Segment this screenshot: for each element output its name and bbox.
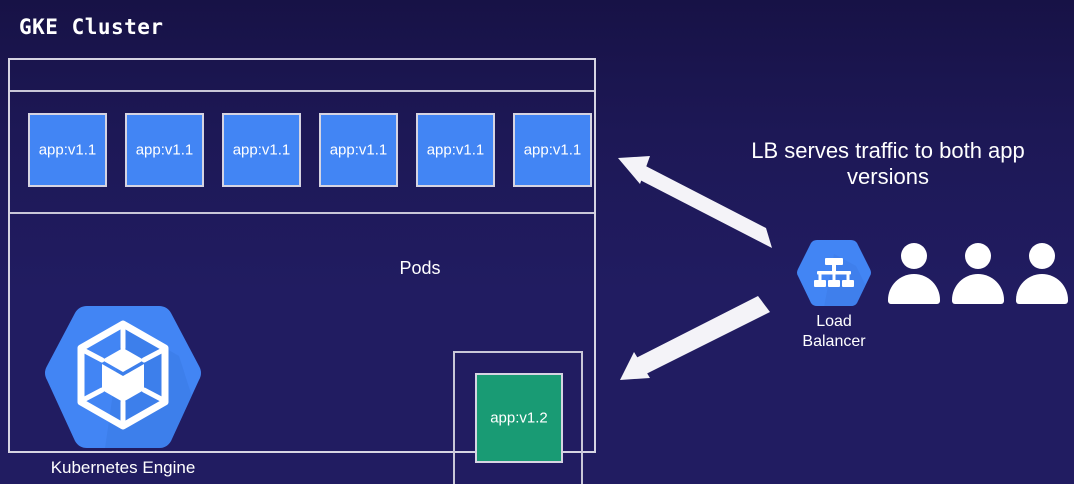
pod-label: app:v1.1: [329, 141, 388, 159]
pod-label: app:v1.1: [523, 141, 582, 159]
pod-box-v1-1[interactable]: app:v1.1: [513, 113, 592, 187]
user-person-icon: [888, 243, 940, 305]
users-group: [888, 243, 1068, 305]
pod-box-v1-1[interactable]: app:v1.1: [125, 113, 204, 187]
user-body: [1016, 274, 1068, 304]
pod-label: app:v1.2: [490, 409, 548, 427]
kubernetes-engine-label: Kubernetes Engine: [50, 458, 196, 477]
pod-label: app:v1.1: [232, 141, 291, 159]
user-head: [1029, 243, 1055, 269]
arrow-to-v1-2-pod: [620, 296, 770, 380]
gke-cluster-boundary: app:v1.1 app:v1.1 app:v1.1 app:v1.1 app:…: [8, 58, 596, 484]
page-title: GKE Cluster: [19, 15, 164, 39]
pod-label: app:v1.1: [38, 141, 97, 159]
load-balancer-label-line-2: Balancer: [802, 333, 866, 350]
kubernetes-engine-hexagon-icon: [45, 306, 201, 448]
pods-section-label: Pods: [399, 258, 441, 278]
kubernetes-engine-group: Kubernetes Engine: [34, 302, 212, 484]
new-version-pod-container: app:v1.2: [453, 351, 583, 484]
pods-region: Pods: [10, 214, 594, 484]
user-person-icon: [952, 243, 1004, 305]
load-balancer-group: Load Balancer: [788, 238, 880, 360]
cluster-header-strip: [10, 60, 594, 92]
user-head: [901, 243, 927, 269]
pod-box-v1-2[interactable]: app:v1.2: [475, 373, 563, 463]
user-person-icon: [1016, 243, 1068, 305]
pod-label: app:v1.1: [426, 141, 485, 159]
load-balancer-hexagon-icon: [797, 240, 871, 306]
pod-box-v1-1[interactable]: app:v1.1: [416, 113, 495, 187]
lb-caption-line-2: versions: [847, 163, 929, 189]
pod-box-v1-1[interactable]: app:v1.1: [319, 113, 398, 187]
load-balancer-label-line-1: Load: [816, 313, 852, 330]
user-head: [965, 243, 991, 269]
lb-caption-line-1: LB serves traffic to both app: [751, 138, 1025, 163]
lb-caption: LB serves traffic to both app versions: [706, 138, 1070, 190]
pod-box-v1-1[interactable]: app:v1.1: [28, 113, 107, 187]
user-body: [952, 274, 1004, 304]
pod-label: app:v1.1: [135, 141, 194, 159]
node-pool-row: app:v1.1 app:v1.1 app:v1.1 app:v1.1 app:…: [10, 92, 594, 214]
pod-box-v1-1[interactable]: app:v1.1: [222, 113, 301, 187]
load-balancer-label: Load Balancer: [778, 312, 890, 352]
user-body: [888, 274, 940, 304]
